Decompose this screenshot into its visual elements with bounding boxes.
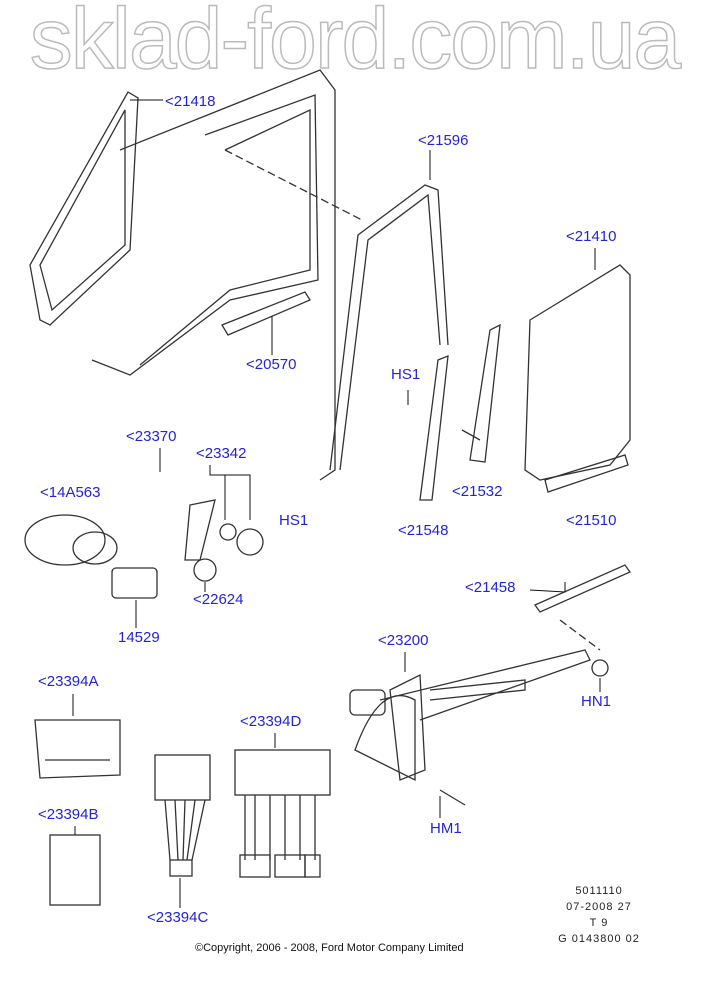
module-23394D [234, 749, 331, 796]
clip [219, 523, 237, 541]
connector-23394D-1 [239, 854, 271, 878]
glass-run-seal [329, 184, 449, 471]
code-line-2: 07-2008 27 [566, 901, 632, 913]
escutcheon [236, 528, 264, 556]
door-glass [524, 264, 631, 481]
module-23394A [34, 719, 121, 779]
module-23394B [49, 834, 101, 906]
door-frame [91, 69, 336, 481]
callout-21532[interactable]: <21532 [452, 483, 503, 500]
copyright: ©Copyright, 2006 - 2008, Ford Motor Comp… [195, 942, 464, 954]
dashed-alignment-lines [224, 149, 601, 651]
callout-23370[interactable]: <23370 [126, 428, 177, 445]
window-regulator [379, 649, 591, 721]
module-23394C [154, 754, 211, 801]
callout-21458[interactable]: <21458 [465, 579, 516, 596]
wiring-23394D [244, 795, 316, 860]
callout-23394C[interactable]: <23394C [147, 909, 209, 926]
rivet [439, 789, 466, 806]
code-line-1: 5011110 [575, 885, 623, 897]
glass-bottom-channel [544, 454, 629, 493]
regulator-plate [389, 673, 426, 781]
callout-21418[interactable]: <21418 [165, 93, 216, 110]
code-line-4: G 0143800 02 [558, 933, 640, 945]
callout-21548[interactable]: <21548 [398, 522, 449, 539]
regulator-motor [349, 689, 386, 716]
quarter-glass [29, 91, 139, 326]
leader-lines [72, 99, 601, 908]
nut [591, 659, 609, 677]
door-frame-inner [139, 108, 311, 366]
front-channel [461, 323, 501, 463]
callout-21510[interactable]: <21510 [566, 512, 617, 529]
rear-channel [419, 354, 449, 501]
mirror-control-cover [24, 514, 106, 566]
wiring-23394C [164, 799, 206, 861]
callout-hm1[interactable]: HM1 [430, 820, 462, 837]
callout-21410[interactable]: <21410 [566, 228, 617, 245]
mirror-control-body [72, 531, 118, 565]
connector-23394D-3 [304, 854, 321, 878]
switch [111, 567, 158, 599]
callout-21596[interactable]: <21596 [418, 132, 469, 149]
callout-23394B[interactable]: <23394B [38, 806, 99, 823]
connector-23394C [169, 859, 193, 877]
regulator-sector [354, 695, 416, 782]
callout-hs1-bottom[interactable]: HS1 [279, 512, 309, 529]
callout-hs1-top[interactable]: HS1 [391, 366, 421, 383]
rail [221, 291, 311, 336]
callout-14A563[interactable]: <14A563 [40, 484, 101, 501]
callout-23342[interactable]: <23342 [196, 445, 247, 462]
callout-23200[interactable]: <23200 [378, 632, 429, 649]
code-line-3: T 9 [589, 917, 609, 929]
window-crank [184, 499, 216, 561]
callout-23394D[interactable]: <23394D [240, 713, 302, 730]
guide-rail [534, 564, 631, 613]
callout-22624[interactable]: <22624 [193, 591, 244, 608]
crank-knob [193, 558, 217, 582]
callout-20570[interactable]: <20570 [246, 356, 297, 373]
callout-hn1[interactable]: HN1 [581, 693, 612, 710]
callout-23394A[interactable]: <23394A [38, 673, 99, 690]
callout-14529[interactable]: 14529 [118, 629, 160, 646]
